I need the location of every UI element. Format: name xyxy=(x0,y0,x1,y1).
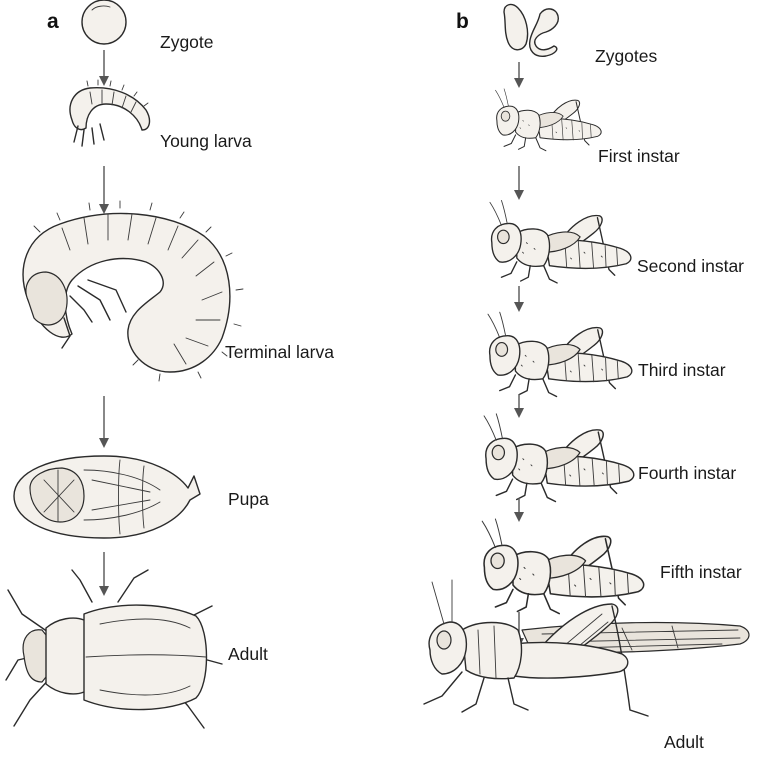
stage-label: Terminal larva xyxy=(225,342,334,362)
stage-label: First instar xyxy=(598,146,680,166)
grasshopper-nymph-icon xyxy=(484,414,634,502)
arrow-down xyxy=(99,166,109,214)
stage-label: Second instar xyxy=(637,256,744,276)
grasshopper-nymph-icon xyxy=(495,89,601,151)
young-larva-icon xyxy=(70,80,149,146)
grasshopper-adult-icon xyxy=(424,580,749,716)
panel-a-label: a xyxy=(47,10,59,33)
panel-b-label: b xyxy=(456,10,469,33)
eggs-icon xyxy=(504,5,558,57)
terminal-larva-icon xyxy=(23,201,243,381)
arrow-down xyxy=(99,552,109,596)
panel-a: a Young larva xyxy=(6,0,334,728)
arrow-down xyxy=(514,286,524,312)
stage-label: Young larva xyxy=(160,131,252,151)
stage-label: Pupa xyxy=(228,489,269,509)
stage-label: Third instar xyxy=(638,360,726,380)
panel-b: b Zygotes First instar Second instar xyxy=(424,5,749,752)
grasshopper-nymph-icon xyxy=(482,519,643,614)
stage-label: Zygotes xyxy=(595,46,657,66)
pupa-icon xyxy=(14,456,200,538)
grasshopper-nymph-icon xyxy=(490,200,631,283)
arrow-down xyxy=(514,394,524,418)
egg-icon xyxy=(82,0,126,44)
stage-label: Fifth instar xyxy=(660,562,742,582)
arrow-down xyxy=(514,166,524,200)
beetle-icon xyxy=(6,570,222,728)
arrow-down xyxy=(514,498,524,522)
stage-label: Zygote xyxy=(160,32,214,52)
stage-label: Adult xyxy=(664,732,704,752)
arrow-down xyxy=(99,50,109,86)
grasshopper-nymph-icon xyxy=(488,312,632,396)
stage-label: Adult xyxy=(228,644,268,664)
arrow-down xyxy=(514,62,524,88)
stage-label: Fourth instar xyxy=(638,463,736,483)
arrow-down xyxy=(99,396,109,448)
